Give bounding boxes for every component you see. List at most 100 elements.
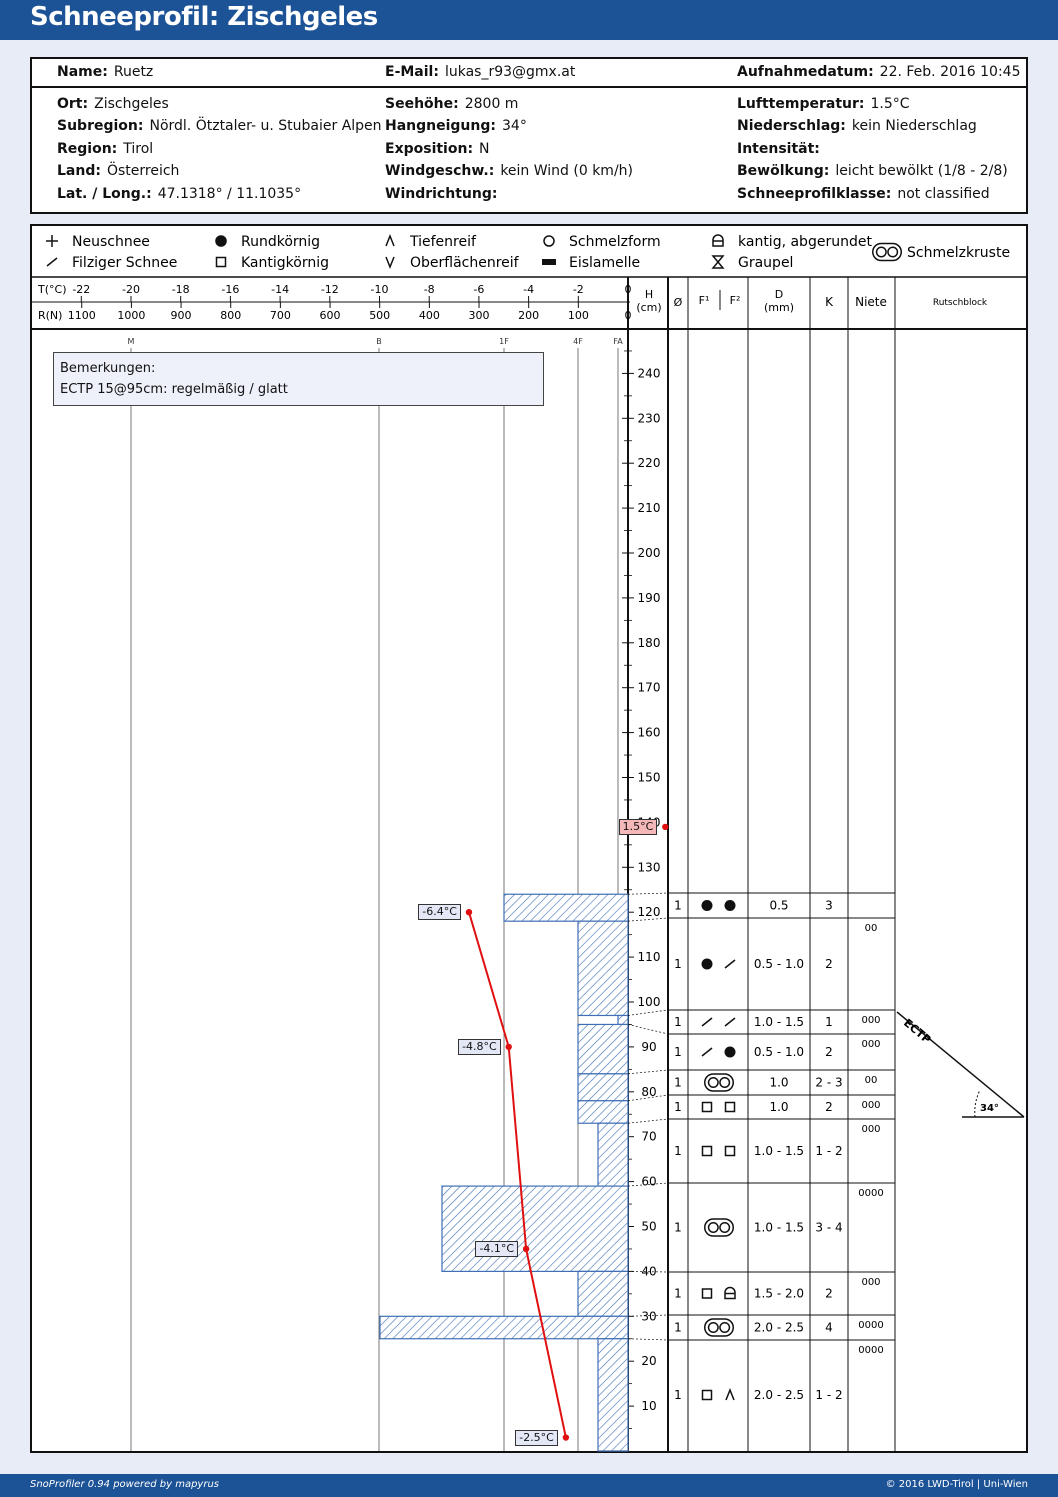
- layer-grain-size: 1.0 - 1.5: [754, 1221, 804, 1235]
- t-axis-label: T(°C): [37, 283, 66, 296]
- layer-connector: [627, 1094, 669, 1102]
- col-niete: Niete: [855, 295, 887, 309]
- comment-box: Bemerkungen: ECTP 15@95cm: regelmäßig / …: [53, 352, 544, 406]
- field-email: E-Mail:lukas_r93@gmx.at: [385, 64, 576, 80]
- r-tick-label: 800: [220, 309, 241, 322]
- field-subregion: Subregion:Nördl. Ötztaler- u. Stubaier A…: [57, 118, 382, 134]
- h-tick-label: 200: [638, 546, 661, 560]
- hourglass-icon: [711, 255, 725, 269]
- footer-copyright: © 2016 LWD-Tirol | Uni-Wien: [885, 1479, 1028, 1490]
- melt-crust-icon: [704, 1318, 734, 1337]
- rutschblock-angle-label: 34°: [980, 1103, 999, 1114]
- h-tick-label: 240: [638, 366, 661, 380]
- hardness-mark: 1F: [499, 337, 509, 346]
- h-tick-label: 70: [641, 1130, 656, 1144]
- layer-wetness: 1: [674, 1076, 682, 1090]
- r-tick-label: 400: [419, 309, 440, 322]
- filled-circle-icon: [215, 235, 227, 247]
- snow-layer: [597, 1338, 629, 1452]
- layer-grain-size: 1.0: [769, 1100, 788, 1114]
- layer-hardness-k: 2 - 3: [815, 1076, 842, 1090]
- comment-text: ECTP 15@95cm: regelmäßig / glatt: [60, 382, 288, 397]
- layer-connector: [627, 1009, 669, 1016]
- temperature-point: [662, 823, 669, 831]
- layer-connector: [627, 1314, 669, 1317]
- square-icon: [701, 1145, 713, 1157]
- layer-wetness: 1: [674, 1221, 682, 1235]
- r-tick-label: 600: [320, 309, 341, 322]
- snow-layer: [597, 1122, 629, 1187]
- h-tick-label: 180: [638, 636, 661, 650]
- snow-temperature-label: -2.5°C: [515, 1429, 558, 1446]
- layer-grain-size: 1.0 - 1.5: [754, 1015, 804, 1029]
- rounded-angular-icon: [712, 234, 724, 247]
- t-tick-label: -14: [271, 283, 289, 296]
- title-bar: Schneeprofil: Zischgeles: [0, 0, 1058, 40]
- r-tick-label: 1100: [68, 309, 96, 322]
- h-tick-label: 190: [638, 591, 661, 605]
- slash-icon: [46, 257, 58, 267]
- col-wetness: Ø: [674, 296, 683, 309]
- layer-connector: [627, 892, 669, 895]
- layer-grain-size: 2.0 - 2.5: [754, 1388, 804, 1402]
- snow-layer: [577, 1270, 629, 1317]
- r-tick-label: 500: [369, 309, 390, 322]
- col-k: K: [825, 295, 834, 309]
- layer-niete: 00: [865, 1075, 878, 1086]
- layer-connector: [627, 1182, 669, 1187]
- footer-bar: SnoProfiler 0.94 powered by mapyrus © 20…: [0, 1474, 1058, 1497]
- layer-hardness-k: 1: [825, 1015, 833, 1029]
- t-tick-label: -2: [573, 283, 584, 296]
- layer-connector: [627, 1069, 669, 1075]
- layer-wetness: 1: [674, 1287, 682, 1301]
- layer-wetness: 1: [674, 1015, 682, 1029]
- hardness-mark: 4F: [573, 337, 583, 346]
- h-tick-label: 110: [638, 950, 661, 964]
- layer-hardness-k: 2: [825, 1287, 833, 1301]
- filled-circle-icon: [701, 958, 713, 970]
- layer-hardness-k: 1 - 2: [815, 1144, 842, 1158]
- layer-connector: [627, 1118, 669, 1124]
- snow-layer: [441, 1185, 629, 1272]
- h-tick-label: 120: [638, 905, 661, 919]
- field-hangneigung: Hangneigung:34°: [385, 118, 527, 134]
- snow-layer: [577, 1023, 629, 1075]
- slash-icon: [701, 1047, 713, 1057]
- layer-hardness-k: 3: [825, 899, 833, 913]
- rutschblock-angle-arc: [974, 1089, 981, 1118]
- legend-label: Kantigkörnig: [241, 255, 329, 271]
- layer-grain-size: 0.5 - 1.0: [754, 1045, 804, 1059]
- field-name: Name:Ruetz: [57, 64, 154, 80]
- layer-niete: 000: [861, 1100, 880, 1111]
- hardness-mark: B: [376, 337, 382, 346]
- layer-grain-size: 1.0: [769, 1076, 788, 1090]
- layer-wetness: 1: [674, 1321, 682, 1335]
- r-tick-label: 1000: [117, 309, 145, 322]
- field-seehoehe: Seehöhe:2800 m: [385, 96, 519, 112]
- snow-layer: [379, 1315, 629, 1340]
- col-f1: F¹: [699, 294, 710, 307]
- rutschblock-test-label: ECTP: [901, 1016, 933, 1046]
- col-f2: F²: [730, 294, 741, 307]
- h-axis-label: H: [645, 288, 653, 301]
- layer-niete: 0000: [858, 1320, 883, 1331]
- t-tick-label: 0: [625, 283, 632, 296]
- h-tick-label: 220: [638, 456, 661, 470]
- square-icon: [724, 1145, 736, 1157]
- rounded-angular-icon: [724, 1286, 736, 1300]
- square-icon: [701, 1288, 713, 1299]
- field-latlong: Lat. / Long.:47.1318° / 11.1035°: [57, 186, 302, 202]
- snow-layer: [617, 1014, 629, 1026]
- t-tick-label: -10: [371, 283, 389, 296]
- h-tick-label: 30: [641, 1309, 656, 1323]
- snow-layer: [577, 1100, 629, 1124]
- legend-label: kantig, abgerundet: [738, 234, 872, 250]
- layer-wetness: 1: [674, 899, 682, 913]
- layer-hardness-k: 4: [825, 1321, 833, 1335]
- caret-up-icon: [385, 233, 395, 247]
- layer-wetness: 1: [674, 957, 682, 971]
- t-tick-label: -12: [321, 283, 339, 296]
- r-tick-label: 700: [270, 309, 291, 322]
- field-ort: Ort:Zischgeles: [57, 96, 169, 112]
